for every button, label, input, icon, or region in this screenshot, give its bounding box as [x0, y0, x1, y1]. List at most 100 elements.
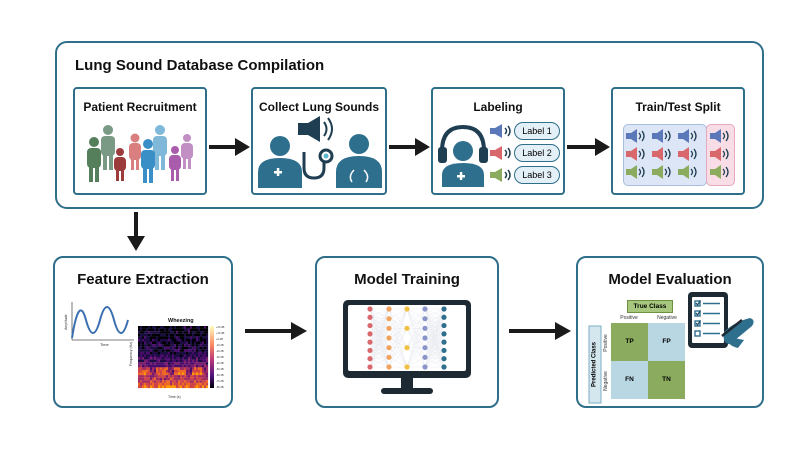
patients-group-icon	[87, 125, 193, 183]
nn-node	[386, 364, 392, 370]
colorbar-tick-label: -80 dB	[216, 385, 224, 389]
nn-node	[367, 331, 373, 337]
colorbar-tick-label: +20 dB	[216, 325, 225, 329]
nn-node	[422, 306, 428, 312]
spectrogram-colorbar	[210, 326, 214, 388]
nn-node	[367, 306, 373, 312]
nn-node	[422, 354, 428, 360]
arrow-training-to-evaluation	[509, 322, 571, 340]
labeling-title: Labeling	[473, 100, 523, 114]
nn-node	[367, 356, 373, 362]
nn-node	[441, 322, 447, 329]
waveform-plot: Amplitude Time	[64, 302, 134, 347]
monitor-neural-network-icon	[343, 300, 471, 394]
spectrogram-ylabel: Frequency (Hz)	[129, 342, 133, 366]
true-negative-cell: TN	[648, 361, 685, 399]
true-positive-cell: TP	[611, 323, 648, 361]
database-compilation-title: Lung Sound Database Compilation	[75, 57, 325, 74]
split-speaker-icon	[626, 129, 645, 143]
colorbar-tick-label: -60 dB	[216, 373, 224, 377]
nn-node	[386, 306, 392, 312]
colorbar-tick-label: +0 dB	[216, 337, 223, 341]
spectrogram-xlabel: Time (s)	[168, 395, 181, 399]
collect-lung-sounds-title: Collect Lung Sounds	[259, 100, 379, 114]
nn-node	[441, 331, 447, 337]
positive-column-label: Positive	[620, 315, 638, 321]
nn-node	[441, 339, 447, 345]
split-speakers-icon	[626, 129, 729, 179]
nn-node	[386, 335, 392, 341]
arrow-labeling-to-split	[567, 138, 610, 156]
predicted-class-header: Predicted Class	[588, 325, 602, 404]
nn-node	[367, 339, 373, 345]
label-speaker-3-icon	[490, 168, 511, 182]
label-speaker-1-icon	[490, 124, 511, 138]
arrow-feature-to-training	[245, 322, 307, 340]
split-speaker-icon	[652, 165, 671, 179]
nn-node	[386, 325, 392, 331]
nn-node	[386, 354, 392, 360]
colorbar-tick-label: -50 dB	[216, 367, 224, 371]
nn-node	[367, 322, 373, 329]
patient-recruitment-title: Patient Recruitment	[83, 100, 197, 114]
negative-column-label: Negative	[657, 315, 677, 321]
false-positive-cell: FP	[648, 323, 685, 361]
split-speaker-icon	[626, 165, 645, 179]
colorbar-tick-label: -40 dB	[216, 361, 224, 365]
arrow-recruitment-to-collect	[209, 138, 250, 156]
colorbar-tick-label: -70 dB	[216, 379, 224, 383]
doctor-stethoscope-patient-icon	[258, 116, 382, 188]
nn-node	[441, 364, 447, 370]
arrow-collect-to-labeling	[389, 138, 430, 156]
wheezing-spectrogram: Wheezing Frequency (Hz) Time (s) +20 dB +…	[129, 318, 225, 399]
true-class-header: True Class	[627, 300, 673, 313]
split-speaker-icon	[678, 147, 697, 161]
arrow-down-to-feature-extraction	[127, 212, 145, 251]
nn-node	[441, 306, 447, 312]
split-speaker-icon	[710, 147, 729, 161]
colorbar-tick-label: -20 dB	[216, 349, 224, 353]
label-2-pill: Label 2	[514, 144, 560, 162]
nn-node	[404, 306, 410, 312]
colorbar-tick-label: +10 dB	[216, 331, 225, 335]
train-test-split-title: Train/Test Split	[635, 100, 721, 114]
nn-node	[404, 345, 410, 351]
waveform-ylabel: Amplitude	[64, 314, 68, 330]
split-speaker-icon	[626, 147, 645, 161]
spectrogram-title: Wheezing	[168, 318, 194, 324]
nn-node	[422, 316, 428, 322]
colorbar-tick-label: -30 dB	[216, 355, 224, 359]
positive-row-label: Positive	[603, 334, 609, 352]
label-3-pill: Label 3	[514, 166, 560, 184]
nn-node	[367, 314, 373, 320]
nn-node	[441, 347, 447, 354]
nn-node	[422, 364, 428, 370]
label-1-pill: Label 1	[514, 122, 560, 140]
speaker-icon	[298, 116, 320, 142]
nn-node	[404, 325, 410, 331]
nn-node	[386, 316, 392, 322]
split-speaker-icon	[710, 129, 729, 143]
split-speaker-icon	[678, 129, 697, 143]
nn-node	[367, 347, 373, 354]
model-evaluation-title: Model Evaluation	[608, 271, 732, 288]
nn-node	[422, 325, 428, 331]
false-negative-cell: FN	[611, 361, 648, 399]
label-speaker-2-icon	[490, 146, 511, 160]
model-training-title: Model Training	[354, 271, 460, 288]
checklist-tablet-icon	[688, 292, 754, 348]
nn-node	[441, 314, 447, 320]
nn-node	[422, 345, 428, 351]
listener-headphones-icon	[438, 124, 488, 187]
split-speaker-icon	[710, 165, 729, 179]
nn-node	[386, 345, 392, 351]
colorbar-tick-label: -10 dB	[216, 343, 224, 347]
split-speaker-icon	[678, 165, 697, 179]
negative-row-label: Negative	[603, 371, 609, 391]
feature-extraction-title: Feature Extraction	[77, 271, 209, 288]
split-speaker-icon	[652, 147, 671, 161]
nn-node	[441, 356, 447, 362]
nn-node	[422, 335, 428, 341]
nn-node	[404, 364, 410, 370]
split-speaker-icon	[652, 129, 671, 143]
